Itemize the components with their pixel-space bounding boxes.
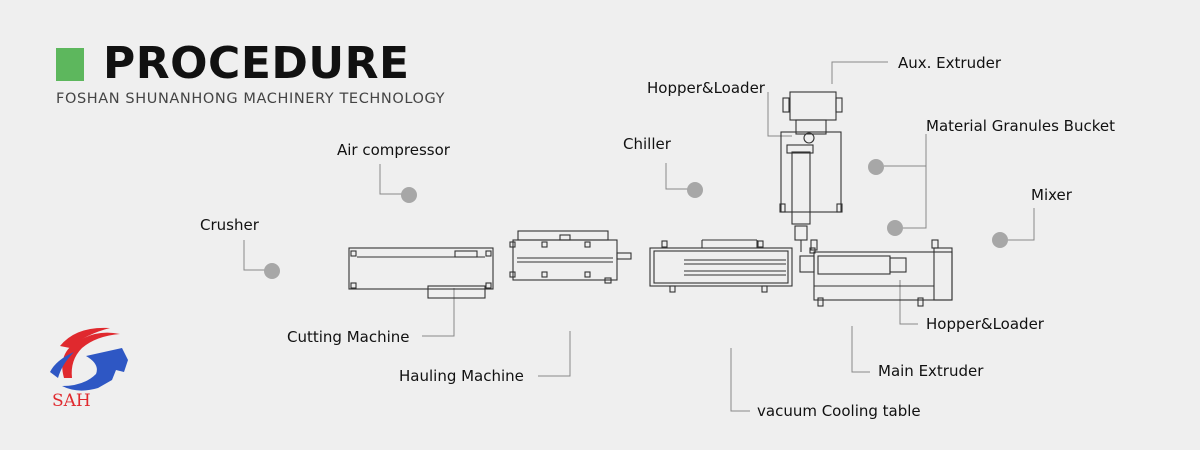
label-vacuum-cooling-table: vacuum Cooling table: [757, 402, 921, 420]
label-hopper-loader-bottom: Hopper&Loader: [926, 315, 1044, 333]
aux-extruder-drawing: [779, 91, 843, 252]
logo-blue-gear: [62, 348, 128, 391]
main-extruder-drawing: [799, 239, 953, 307]
mixer-feed-dot: [887, 220, 903, 236]
hauling-machine-drawing: [509, 230, 632, 284]
vacuum-cooling-table-drawing: [649, 239, 793, 293]
mixer-dot: [992, 232, 1008, 248]
label-material-granules-bucket: Material Granules Bucket: [926, 117, 1115, 135]
company-logo: [50, 327, 128, 391]
label-air-compressor: Air compressor: [337, 141, 450, 159]
label-hopper-loader-top: Hopper&Loader: [647, 79, 765, 97]
logo-text: SAH: [52, 391, 91, 411]
label-crusher: Crusher: [200, 216, 259, 234]
page-title: PROCEDURE: [103, 38, 410, 89]
granules-bucket-dot: [868, 159, 884, 175]
label-mixer: Mixer: [1031, 186, 1072, 204]
label-main-extruder: Main Extruder: [878, 362, 984, 380]
machinery-drawings: [348, 91, 953, 307]
label-chiller: Chiller: [623, 135, 671, 153]
logo-red-swoosh: [62, 332, 120, 378]
marker-dots: [264, 159, 1008, 279]
leader-lines: [243, 61, 1035, 412]
title-accent-square: [56, 48, 84, 81]
crusher-dot: [264, 263, 280, 279]
label-hauling-machine: Hauling Machine: [399, 367, 524, 385]
cutting-machine-drawing: [348, 247, 494, 299]
chiller-dot: [687, 182, 703, 198]
label-cutting-machine: Cutting Machine: [287, 328, 410, 346]
label-aux-extruder: Aux. Extruder: [898, 54, 1002, 72]
company-subtitle: FOSHAN SHUNANHONG MACHINERY TECHNOLOGY: [56, 91, 446, 107]
air-compressor-dot: [401, 187, 417, 203]
